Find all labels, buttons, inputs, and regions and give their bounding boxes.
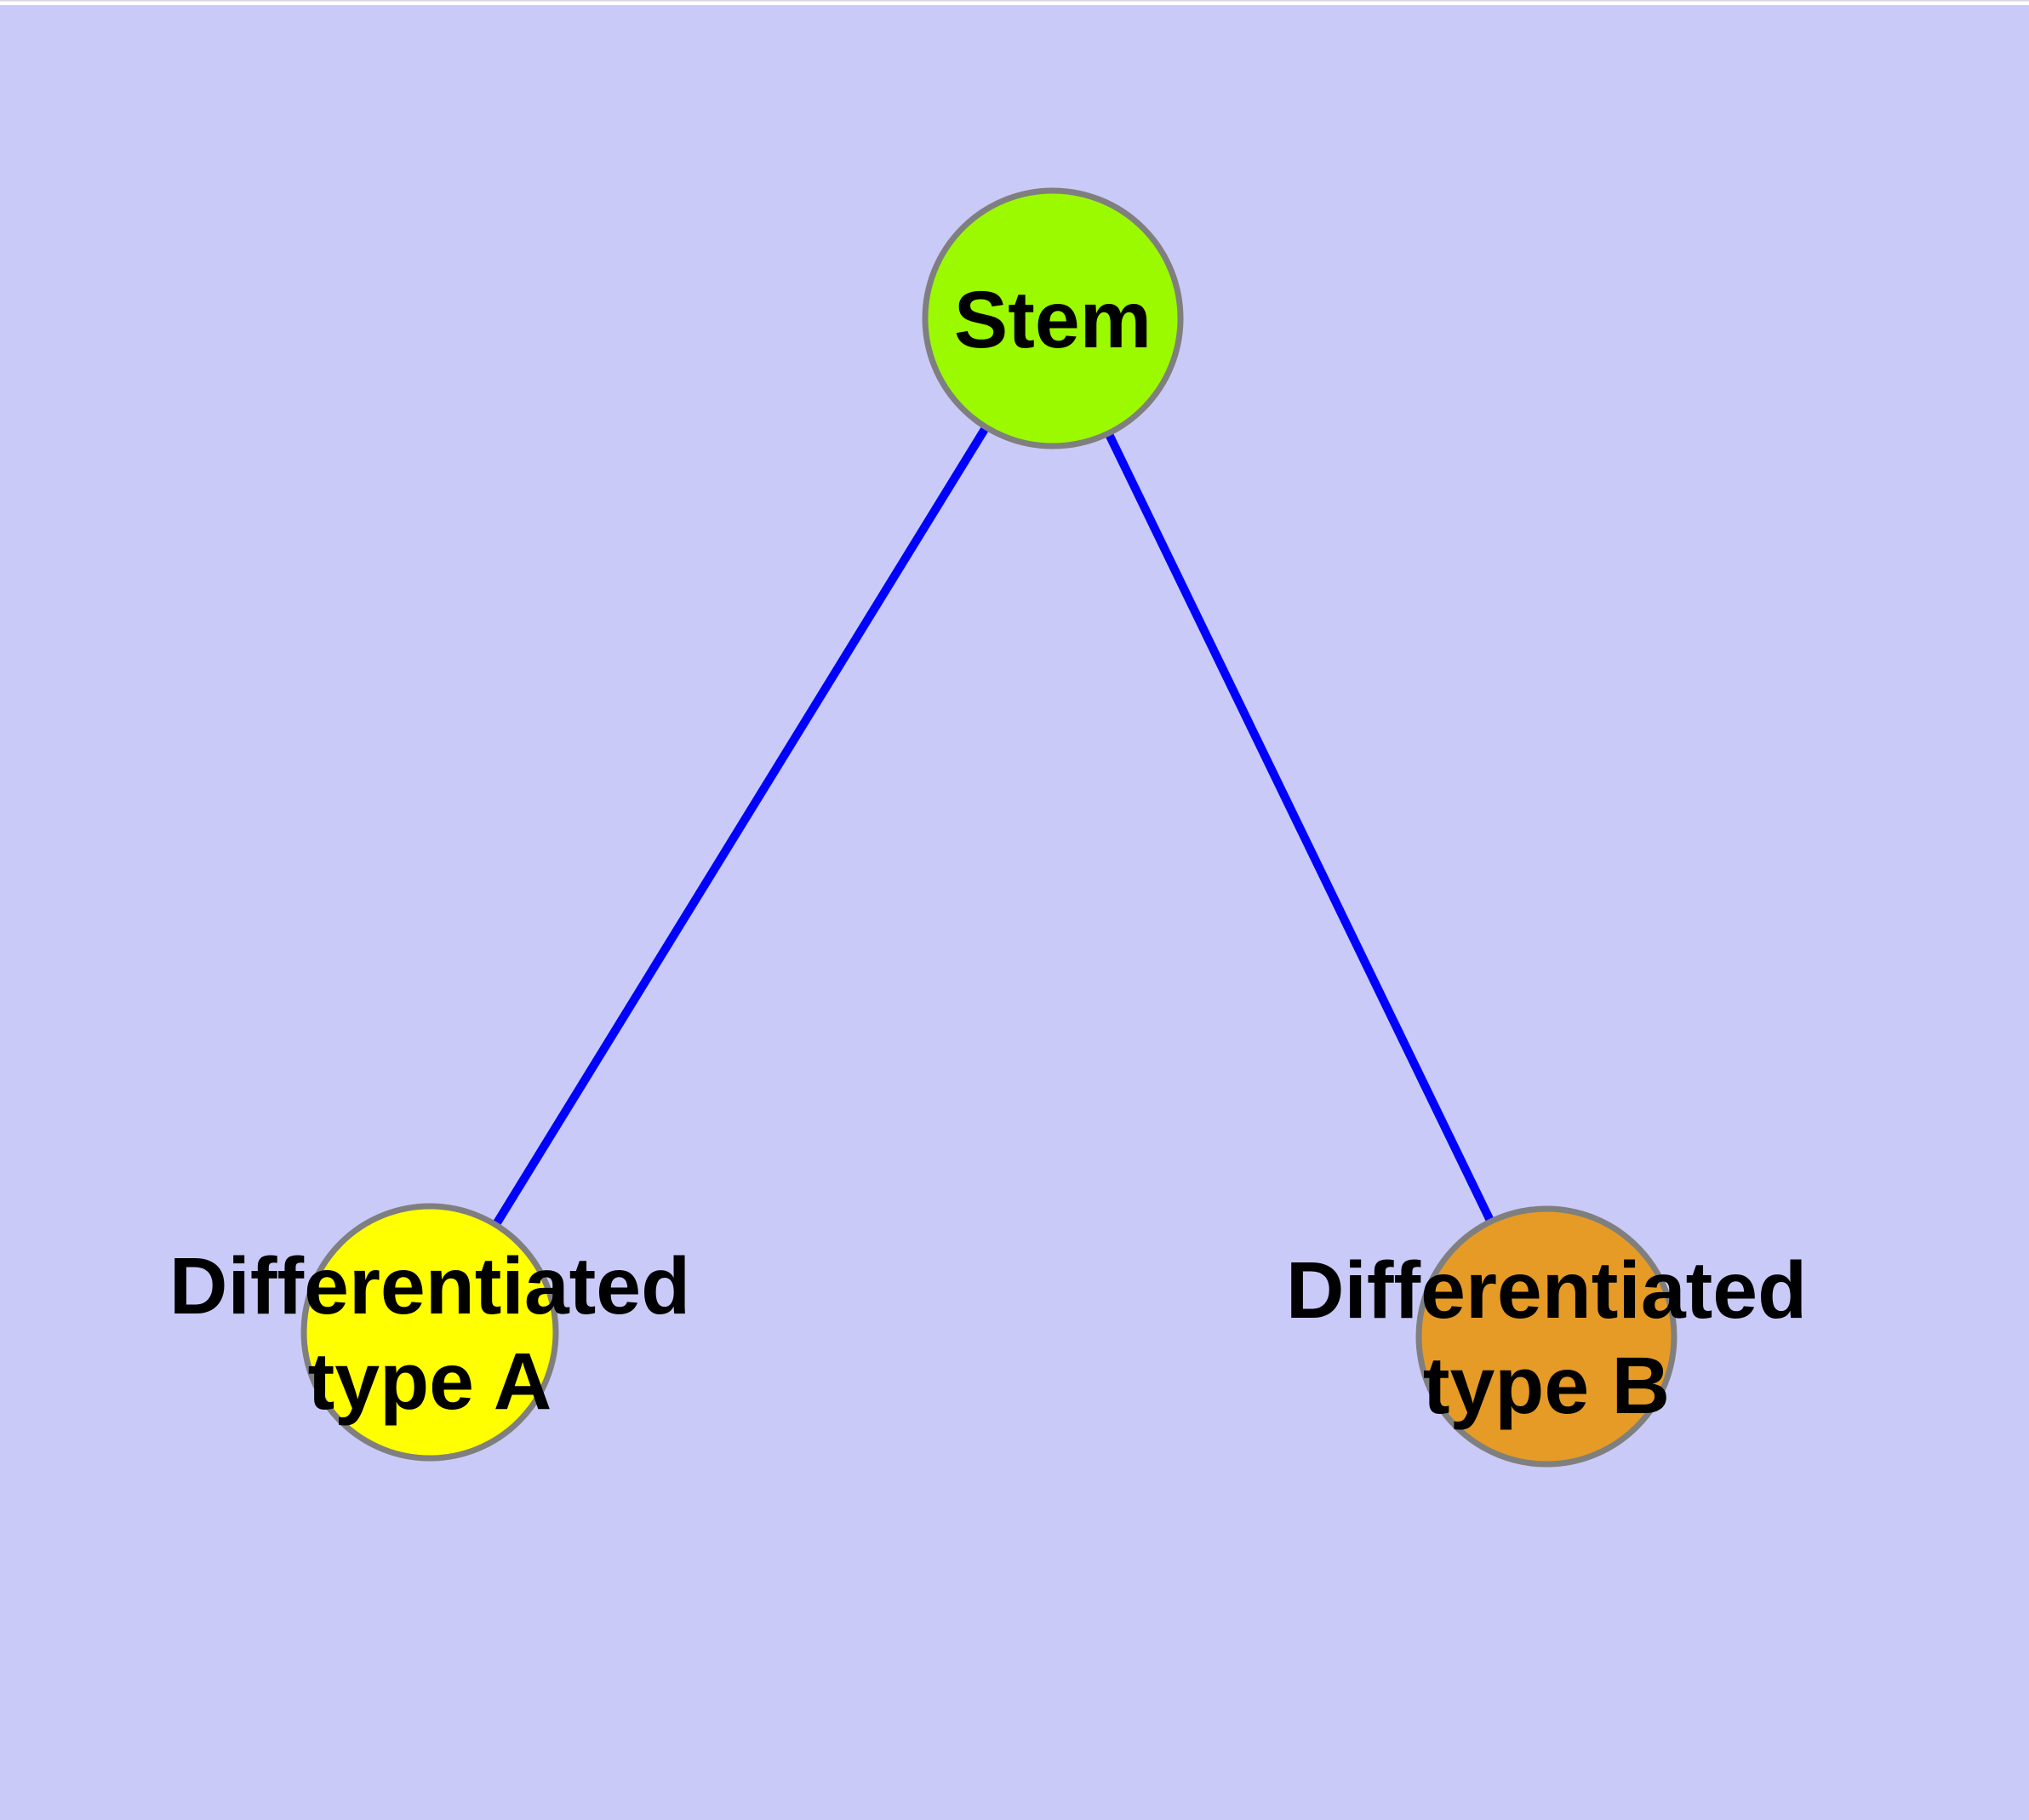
stem-node-label: Stem bbox=[954, 275, 1152, 365]
edge-stem-to-type-b bbox=[1049, 316, 1551, 1339]
type-a-label-line2: type A bbox=[308, 1336, 552, 1427]
stem-node-circle bbox=[922, 187, 1184, 449]
type-b-label-line2: type B bbox=[1423, 1341, 1670, 1431]
type-b-node-circle bbox=[1415, 1205, 1677, 1468]
type-b-label-line1: Differentiated bbox=[1286, 1245, 1807, 1336]
type-a-node-circle bbox=[300, 1203, 559, 1462]
type-a-label-line1: Differentiated bbox=[169, 1241, 690, 1331]
edge-stem-to-type-a bbox=[426, 316, 1057, 1335]
top-white-strip bbox=[0, 0, 2029, 5]
top-hairline bbox=[0, 0, 2029, 2]
